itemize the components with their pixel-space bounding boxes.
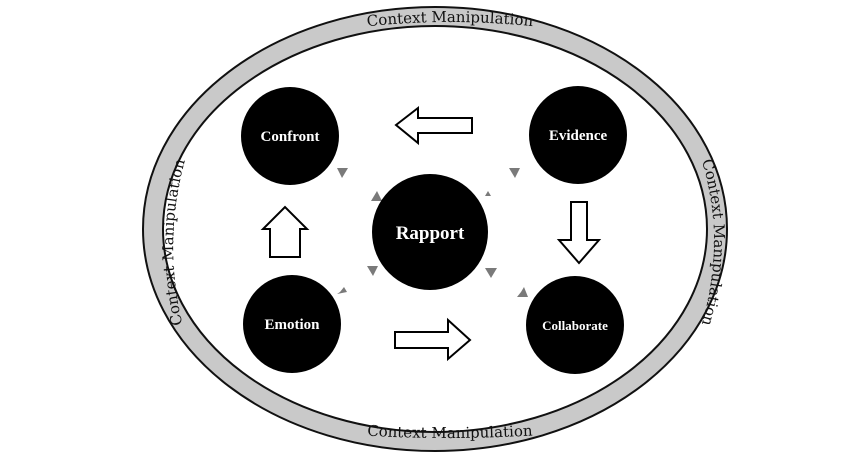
node-confront [241, 87, 339, 185]
label-evidence: Evidence [549, 128, 608, 144]
ring-label-top: Context Manipulation [366, 8, 535, 30]
arrow-collaborate-from-emotion [394, 317, 472, 362]
node-evidence [529, 86, 627, 184]
connector-confront [337, 168, 382, 201]
node-emotion [243, 275, 341, 373]
label-rapport: Rapport [396, 223, 465, 244]
label-emotion: Emotion [264, 317, 320, 333]
connector-evidence [480, 168, 520, 196]
connector-emotion [337, 266, 378, 294]
context-ring [141, 6, 729, 452]
arrow-evidence-to-confront [394, 105, 473, 146]
node-collaborate [526, 276, 624, 374]
arrow-evidence-to-collaborate [556, 201, 602, 265]
label-collaborate: Collaborate [542, 318, 608, 333]
node-rapport [372, 174, 488, 290]
label-confront: Confront [261, 129, 320, 145]
connector-collaborate [485, 268, 528, 297]
arrow-emotion-to-confront [260, 205, 310, 258]
ring-label-bottom: Context Manipulation [367, 421, 533, 442]
